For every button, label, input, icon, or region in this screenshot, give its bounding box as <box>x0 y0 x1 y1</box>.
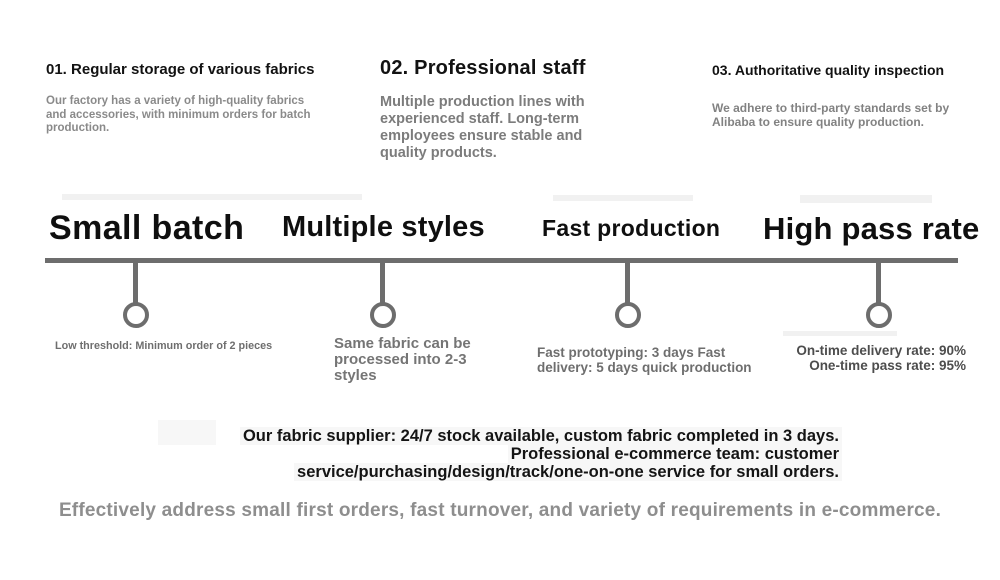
timeline-label-multiple-styles: Multiple styles <box>282 211 485 243</box>
feature-description: Our factory has a variety of high-qualit… <box>46 95 311 134</box>
timeline-connector <box>380 263 385 303</box>
timeline-axis <box>45 258 958 263</box>
whiteout-artifact <box>553 195 693 201</box>
feature-description: We adhere to third-party standards set b… <box>712 101 950 129</box>
circle-node-icon <box>866 302 892 328</box>
timeline-connector <box>876 263 881 303</box>
circle-node-icon <box>123 302 149 328</box>
footer-tagline: Effectively address small first orders, … <box>58 500 942 521</box>
feature-card-inspection: 03. Authoritative quality inspection We … <box>712 62 992 129</box>
timeline-note-high-pass-rate: On-time delivery rate: 90% One-time pass… <box>796 343 966 373</box>
timeline-note-small-batch: Low threshold: Minimum order of 2 pieces <box>55 340 273 352</box>
whiteout-artifact <box>158 420 216 445</box>
supplier-statement-line: Our fabric supplier: 24/7 stock availabl… <box>239 427 842 445</box>
feature-description: Multiple production lines with experienc… <box>380 94 585 161</box>
circle-node-icon <box>615 302 641 328</box>
feature-title: 03. Authoritative quality inspection <box>712 62 945 78</box>
timeline-connector <box>133 263 138 303</box>
timeline-label-small-batch: Small batch <box>49 209 245 247</box>
supplier-statement-line: service/purchasing/design/track/one-on-o… <box>294 463 842 481</box>
feature-card-storage: 01. Regular storage of various fabrics O… <box>46 61 366 136</box>
timeline-connector <box>625 263 630 303</box>
feature-title: 02. Professional staff <box>380 57 586 79</box>
timeline-note-fast-production: Fast prototyping: 3 days Fast delivery: … <box>537 345 752 375</box>
feature-title: 01. Regular storage of various fabrics <box>46 61 315 78</box>
timeline-label-high-pass-rate: High pass rate <box>763 211 980 246</box>
circle-node-icon <box>370 302 396 328</box>
timeline-note-multiple-styles: Same fabric can be processed into 2-3 st… <box>334 335 471 384</box>
timeline-label-fast-production: Fast production <box>542 215 721 241</box>
supplier-statement: Our fabric supplier: 24/7 stock availabl… <box>150 427 842 481</box>
whiteout-artifact <box>783 331 897 336</box>
feature-card-staff: 02. Professional staff Multiple producti… <box>380 57 650 162</box>
supplier-statement-line: Professional e-commerce team: customer <box>507 445 842 463</box>
whiteout-artifact <box>62 194 362 200</box>
whiteout-artifact <box>800 195 932 203</box>
